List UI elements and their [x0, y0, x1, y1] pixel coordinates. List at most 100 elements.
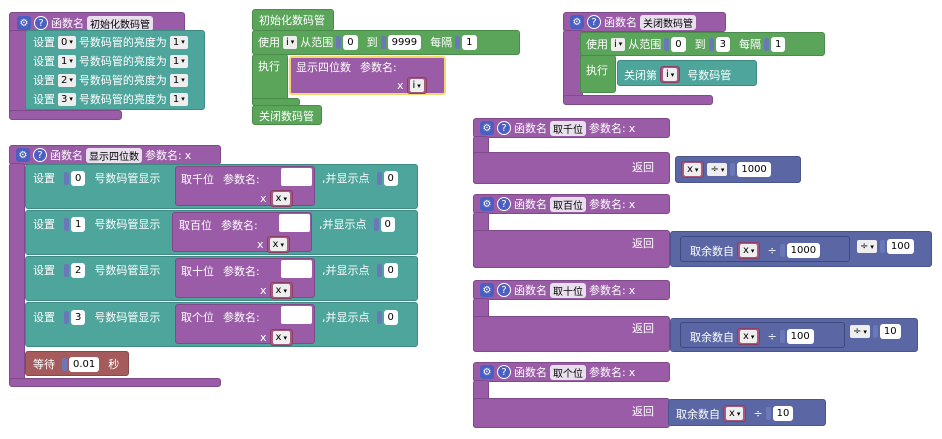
gear-icon[interactable]: ⚙: [480, 197, 494, 211]
gear-icon[interactable]: ⚙: [16, 148, 30, 162]
var-i-block[interactable]: i▾: [406, 77, 427, 94]
operator-dropdown[interactable]: ÷▾: [857, 240, 877, 253]
display-index-dropdown[interactable]: 1▾: [58, 54, 76, 68]
func-close-header: ⚙ ? 函数名 关闭数码管: [570, 14, 696, 30]
brightness-dropdown[interactable]: 1▾: [169, 35, 188, 49]
func-show-four-digit-body: [9, 163, 25, 383]
digit-index-input[interactable]: 1: [71, 216, 86, 232]
close-nth-display-block[interactable]: [617, 60, 757, 86]
close-for-loop-header: 使用 i▾ 从范围 0 到 3 每隔 1: [586, 36, 786, 52]
var-x-block[interactable]: x▾: [266, 236, 290, 253]
loop-from-input[interactable]: 0: [671, 36, 686, 52]
call-show-four-digit[interactable]: [289, 56, 446, 95]
dot-input[interactable]: 0: [380, 216, 395, 232]
loop-to-input[interactable]: 9999: [387, 34, 422, 50]
return-label: 返回: [632, 237, 654, 250]
call-get-ones-label: 取个位参数名:: [181, 311, 260, 324]
divisor-input[interactable]: 10: [879, 324, 901, 339]
wait-seconds-input[interactable]: 0.01: [69, 356, 100, 372]
var-x-block[interactable]: x▾: [681, 161, 705, 178]
help-icon[interactable]: ?: [33, 148, 47, 162]
display-index-dropdown[interactable]: 2▾: [58, 73, 76, 87]
call-get-hundreds-label: 取百位参数名:: [179, 219, 258, 232]
gear-icon[interactable]: ⚙: [570, 15, 584, 29]
help-icon[interactable]: ?: [497, 365, 511, 379]
func-close-display-footer: [563, 95, 713, 105]
brightness-dropdown[interactable]: 1▾: [169, 92, 188, 106]
func-name-field[interactable]: 取个位: [550, 364, 586, 380]
brightness-dropdown[interactable]: 1▾: [169, 73, 188, 87]
mod-expression[interactable]: [680, 322, 845, 348]
brightness-dropdown[interactable]: 1▾: [169, 54, 188, 68]
loop-step-input[interactable]: 1: [462, 34, 477, 50]
dot-input[interactable]: 0: [383, 309, 398, 325]
var-i-block[interactable]: i▾: [660, 66, 681, 83]
brightness-row-0: 设置 0▾ 号数码管的亮度为 1▾: [33, 34, 188, 50]
func-get-hundreds-return[interactable]: [473, 230, 670, 268]
mod-expression-row: 取余数自 x▾ ÷ 10: [676, 405, 794, 422]
func-get-thousands-return[interactable]: [473, 152, 670, 184]
func-get-hundreds-header: ⚙ ? 函数名 取百位 参数名:x: [480, 196, 635, 212]
mod-expression[interactable]: [668, 399, 826, 426]
gear-icon[interactable]: ⚙: [480, 283, 494, 297]
func-get-ones-header: ⚙ ? 函数名 取个位 参数名:x: [480, 364, 635, 380]
loop-to-input[interactable]: 3: [715, 36, 731, 52]
var-x-block[interactable]: x▾: [723, 405, 747, 422]
func-name-field[interactable]: 初始化数码管: [87, 15, 153, 31]
func-name-field[interactable]: 关闭数码管: [640, 14, 696, 30]
outer-divide-row: ÷▾ 100: [857, 239, 914, 254]
gear-icon[interactable]: ⚙: [480, 121, 494, 135]
loop-from-input[interactable]: 0: [343, 34, 358, 50]
dot-input[interactable]: 0: [383, 170, 398, 186]
func-show-header: ⚙ ? 函数名 显示四位数 参数名: x: [16, 147, 191, 163]
mod-input[interactable]: 100: [786, 329, 814, 344]
mod-input[interactable]: 1000: [786, 243, 821, 258]
help-icon[interactable]: ?: [497, 283, 511, 297]
divide-expression-row: x▾ ÷▾ 1000: [681, 161, 771, 178]
func-name-field[interactable]: 取千位: [550, 120, 586, 136]
digit-index-input[interactable]: 3: [71, 309, 86, 325]
mod-input[interactable]: 10: [772, 406, 794, 421]
for-loop-header: 使用 i▾ 从范围 0 到 9999 每隔 1: [258, 34, 477, 50]
func-get-ones-return[interactable]: [473, 398, 670, 428]
func-name-field[interactable]: 显示四位数: [86, 147, 142, 163]
close-display-call[interactable]: [252, 105, 322, 125]
brightness-row-2: 设置 2▾ 号数码管的亮度为 1▾: [33, 72, 188, 88]
var-x-block[interactable]: x▾: [737, 242, 761, 259]
operator-dropdown[interactable]: ÷▾: [707, 163, 728, 176]
gear-icon[interactable]: ⚙: [480, 365, 494, 379]
var-x-block[interactable]: x▾: [269, 190, 293, 207]
func-name-field[interactable]: 取百位: [550, 196, 586, 212]
help-icon[interactable]: ?: [34, 16, 48, 30]
close-nth-row: 关闭第 i▾ 号数码管: [624, 66, 731, 83]
var-x-block[interactable]: x▾: [269, 282, 293, 299]
func-name-field[interactable]: 取十位: [550, 282, 586, 298]
loop-step-input[interactable]: 1: [771, 36, 786, 52]
func-get-tens-return[interactable]: [473, 316, 670, 352]
help-icon[interactable]: ?: [497, 197, 511, 211]
gear-icon[interactable]: ⚙: [17, 16, 31, 30]
loop-var-dropdown[interactable]: i▾: [283, 35, 298, 49]
mod-expression-row: 取余数自 x▾ ÷ 1000: [690, 242, 821, 259]
help-icon[interactable]: ?: [497, 121, 511, 135]
digit-index-input[interactable]: 0: [71, 170, 86, 186]
mod-expression[interactable]: [680, 236, 850, 262]
brightness-row-3: 设置 3▾ 号数码管的亮度为 1▾: [33, 91, 188, 107]
help-icon[interactable]: ?: [587, 15, 601, 29]
var-x-block[interactable]: x▾: [737, 328, 761, 345]
dot-input[interactable]: 0: [383, 262, 398, 278]
divisor-input[interactable]: 1000: [737, 162, 771, 177]
digit-index-input[interactable]: 2: [71, 262, 86, 278]
operator-dropdown[interactable]: ÷▾: [850, 325, 870, 338]
display-index-dropdown[interactable]: 3▾: [58, 92, 76, 106]
func-show-four-digit-footer: [9, 378, 221, 387]
display-index-dropdown[interactable]: 0▾: [58, 35, 76, 49]
var-x-block[interactable]: x▾: [269, 329, 293, 346]
loop-var-dropdown[interactable]: i▾: [611, 37, 626, 51]
divisor-input[interactable]: 100: [886, 239, 914, 254]
